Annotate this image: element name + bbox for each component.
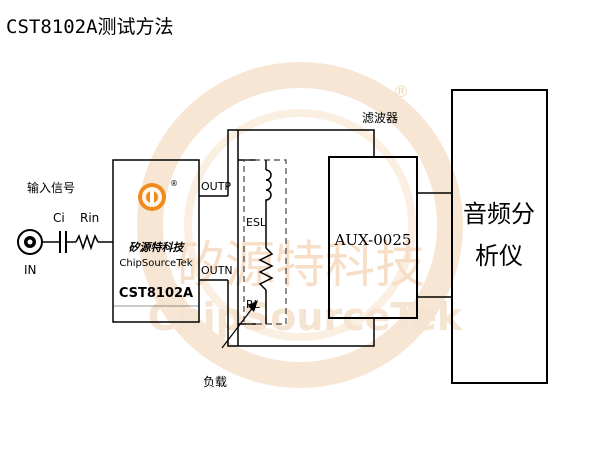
page-title: CST8102A测试方法	[6, 16, 174, 38]
input-port-icon	[17, 229, 43, 255]
input-signal-label: 输入信号	[27, 180, 75, 195]
analyzer-label-line2: 析仪	[475, 242, 523, 270]
load-inductor-icon	[265, 169, 272, 204]
input-port-label: IN	[24, 263, 37, 277]
input-resistor-icon	[75, 233, 99, 251]
filter-model: AUX-0025	[334, 231, 412, 249]
chip-registered-mark: ®	[170, 179, 178, 188]
capacitor-label: Ci	[53, 211, 65, 225]
filter-box	[328, 156, 418, 319]
chip-model: CST8102A	[119, 286, 193, 301]
input-capacitor-icon	[59, 231, 67, 253]
load-arrow-head	[248, 300, 258, 312]
load-arrow	[221, 305, 255, 349]
outn-label: OUTN	[201, 264, 233, 277]
outp-label: OUTP	[201, 180, 231, 193]
chipsource-logo	[138, 183, 166, 211]
watermark-cn: 矽源特科技	[175, 236, 425, 294]
resistor-label: Rin	[80, 211, 99, 225]
analyzer-label-line1: 音频分	[463, 200, 535, 228]
chip-box	[112, 159, 200, 323]
esl-label: ESL	[246, 216, 267, 229]
watermark-registered-mark: ®	[393, 82, 409, 101]
chip-brand-en: ChipSourceTek	[119, 258, 192, 269]
load-caption: 负载	[203, 375, 227, 389]
audio-analyzer-box	[451, 89, 548, 384]
load-resistor-icon	[258, 247, 274, 291]
load-box	[243, 159, 287, 325]
filter-caption: 滤波器	[362, 111, 398, 125]
chip-brand-cn: 矽源特科技	[129, 241, 186, 254]
